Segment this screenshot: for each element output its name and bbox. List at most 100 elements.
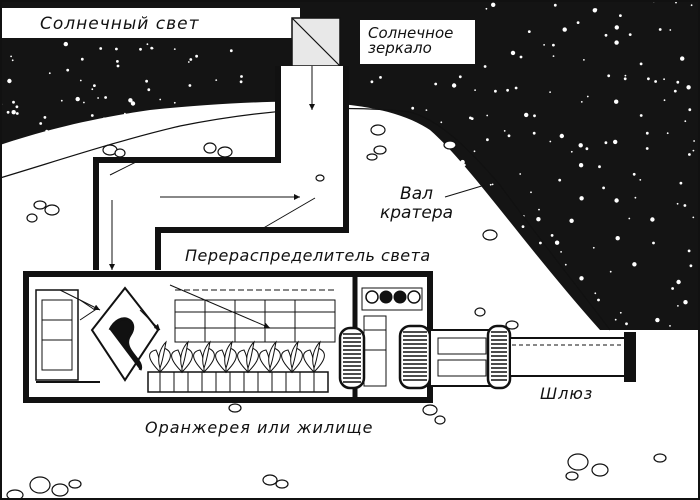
star-icon (527, 30, 531, 33)
star-icon (576, 21, 580, 24)
plant-icon (171, 340, 193, 374)
plant-racks (174, 289, 336, 343)
star-icon (680, 56, 685, 61)
light-shaft (96, 66, 346, 275)
star-icon (458, 75, 462, 79)
star-icon (655, 317, 660, 323)
star-icon (562, 27, 567, 32)
star-icon (686, 85, 691, 90)
star-icon (503, 130, 506, 132)
star-icon (669, 325, 671, 327)
star-icon (585, 147, 589, 151)
rock-icon (505, 320, 519, 330)
star-icon (687, 249, 691, 253)
star-icon (97, 97, 99, 99)
rock-icon (482, 229, 498, 241)
star-icon (83, 101, 85, 104)
star-icon (628, 217, 631, 220)
star-icon (104, 96, 107, 99)
crater-wall-label-line2: кратера (380, 203, 454, 223)
star-icon (614, 25, 619, 30)
star-icon (99, 47, 103, 50)
rock-icon (275, 479, 289, 489)
star-icon (124, 112, 126, 115)
airlock-end-cap (624, 332, 636, 382)
star-icon (619, 311, 622, 314)
solar-mirror-label-line2: зеркало (368, 39, 432, 57)
star-icon (239, 80, 243, 84)
light-redistributor-label: Перераспределитель света (185, 246, 431, 265)
star-icon (7, 78, 12, 84)
star-icon (425, 109, 428, 111)
crater-slope-line (0, 107, 611, 331)
rock-icon (228, 403, 242, 413)
rock-icon (443, 140, 457, 150)
star-icon (559, 133, 564, 139)
star-icon (188, 84, 192, 87)
star-icon (434, 82, 438, 86)
star-icon (650, 217, 655, 222)
plant-icon (149, 340, 171, 374)
rock-icon (26, 213, 38, 223)
star-icon (521, 225, 525, 229)
star-icon (679, 181, 683, 185)
star-icon (16, 154, 19, 157)
star-icon (624, 74, 627, 77)
star-icon (598, 165, 601, 169)
left-machinery (35, 289, 100, 383)
star-icon (580, 101, 583, 103)
star-icon (115, 47, 118, 51)
star-icon (564, 263, 567, 266)
star-icon (615, 236, 620, 241)
greenhouse-label: Оранжерея или жилище (145, 418, 374, 437)
star-icon (569, 218, 574, 223)
star-icon (507, 134, 511, 138)
plant-icon (193, 340, 215, 374)
rock-icon (370, 124, 386, 136)
star-icon (139, 47, 142, 51)
plant-icon (259, 340, 281, 374)
star-icon (594, 292, 597, 295)
sunlight-band (0, 8, 300, 38)
star-icon (491, 2, 496, 7)
star-icon (75, 96, 80, 102)
rock-icon (565, 471, 579, 481)
star-icon (539, 241, 542, 245)
star-icon (240, 75, 243, 78)
star-icon (570, 150, 573, 153)
planter-box (147, 371, 329, 393)
rock-icon (203, 142, 217, 154)
hatch-connector-1 (338, 326, 366, 390)
star-icon (619, 14, 622, 17)
solar-mirror-label: Солнечное зеркало (368, 26, 453, 56)
plant-icon (281, 340, 303, 374)
star-icon (597, 298, 600, 302)
star-icon (460, 159, 465, 165)
star-icon (688, 108, 692, 112)
star-icon (536, 217, 541, 222)
solar-mirror-label-line1: Солнечное (368, 24, 454, 42)
star-icon (554, 240, 560, 245)
star-icon (634, 196, 637, 199)
star-icon (639, 114, 643, 117)
star-icon (491, 183, 494, 186)
star-icon (79, 79, 82, 82)
star-icon (586, 95, 589, 98)
star-icon (639, 62, 643, 66)
star-icon (195, 54, 199, 58)
star-icon (379, 76, 382, 79)
rock-icon (474, 307, 486, 317)
star-icon (15, 112, 19, 115)
star-icon (462, 163, 466, 167)
star-icon (684, 120, 687, 123)
star-icon (524, 112, 529, 118)
star-icon (677, 305, 679, 307)
star-icon (671, 287, 674, 290)
rock-icon (262, 474, 278, 486)
star-icon (552, 43, 555, 47)
star-icon (578, 163, 584, 168)
star-icon (692, 216, 695, 219)
star-icon (486, 138, 489, 142)
star-icon (614, 198, 619, 203)
